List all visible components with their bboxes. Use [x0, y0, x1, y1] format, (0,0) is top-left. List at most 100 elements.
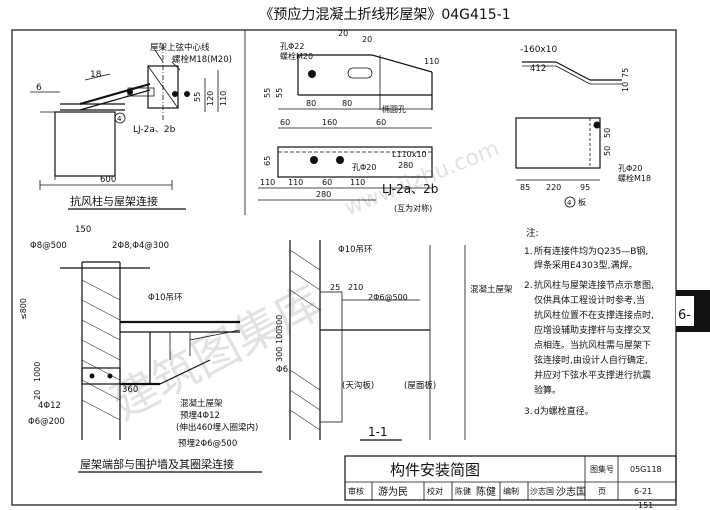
end-rebar-top: Φ8@500 — [30, 241, 67, 251]
note-2-line-5: 点相连。当抗风柱需与屋架下 — [534, 339, 651, 351]
tb-check-sign: 陈健 — [476, 485, 496, 498]
lj-dim-80a: 80 — [306, 99, 316, 108]
end-dim-1000: 1000 — [33, 362, 42, 382]
plate-dim-50a: 50 — [603, 128, 612, 138]
lj-dim-60a: 60 — [280, 118, 290, 127]
lj-dim-280b: 280 — [316, 190, 331, 199]
note-2-num: 2. — [524, 281, 533, 291]
sec-d300b: 300 — [275, 347, 284, 362]
end-title: 屋架端部与围护墙及其圈梁连接 — [80, 457, 234, 471]
tb-page-label: 页 — [598, 487, 606, 496]
sec-t25: 25 — [330, 283, 340, 292]
lj-dim-280a: 280 — [398, 161, 413, 170]
sec-rebar: 2Φ6@500 — [368, 293, 408, 302]
lj-dim-20a: 20 — [338, 29, 348, 38]
tb-page-value: 6-21 — [634, 487, 652, 496]
note-3-line-1: d为螺栓直径。 — [534, 405, 594, 417]
end-embed: 预埋4Φ12 — [180, 410, 220, 421]
dim-110: 110 — [219, 91, 228, 106]
detail-plate: -160x10 412 75 10 50 50 孔Φ20 螺栓M18 85 22… — [515, 45, 651, 208]
plate-bolt-label: 螺栓M18 — [618, 173, 651, 183]
plate-id: 4 — [117, 115, 122, 123]
end-dim-150: 150 — [75, 225, 91, 235]
note-2-line-6: 弦连接时,由设计人自行确定, — [534, 354, 648, 366]
lj-dim-110c: 110 — [260, 178, 275, 187]
tb-review-name: 游为民 — [378, 485, 408, 498]
tb-check-name: 陈健 — [455, 486, 471, 496]
title-block: 构件安装简图 图集号 05G118 审核 游为民 校对 陈健 陈健 编制 沙志国… — [344, 455, 677, 501]
lj-dim-60c: 60 — [322, 178, 332, 187]
lj-dim-55a: 55 — [263, 88, 272, 98]
detail-lj-part: 孔Φ22 螺栓M20 椭圆孔 20 20 110 55 55 80 80 60 … — [258, 29, 439, 213]
sec-phi6: Φ6 — [276, 365, 288, 375]
sec-ring-label: Φ10吊环 — [338, 245, 373, 255]
lj-dim-55b: 55 — [275, 88, 284, 98]
side-tab-inner — [676, 296, 694, 326]
dim-55: 55 — [193, 92, 202, 102]
tb-review-label: 审核 — [348, 486, 364, 496]
page-number: 151 — [638, 501, 653, 510]
plate-dim-220: 220 — [546, 183, 561, 192]
header-title: 《预应力混凝土折线形屋架》04G415-1 — [259, 6, 510, 23]
sec-d300: 300 — [275, 315, 284, 330]
end-embed2: 预埋2Φ6@500 — [178, 438, 237, 449]
sec-gutter: (天沟板) — [342, 380, 374, 391]
sec-title: 1-1 — [368, 425, 388, 439]
lj-dim-110a: 110 — [288, 178, 303, 187]
sec-t210: 210 — [348, 283, 363, 292]
plate-dim-412: 412 — [530, 64, 546, 74]
end-dim-800: ≤800 — [19, 298, 28, 320]
note-2-line-3: 抗风柱位置不在支撑连接点时, — [534, 309, 654, 321]
dim-120: 120 — [206, 91, 215, 106]
end-ring-label: Φ10吊环 — [148, 293, 183, 303]
tb-design-sign: 沙志国 — [556, 485, 586, 498]
detail-wind-title: 抗风柱与屋架连接 — [70, 194, 158, 208]
tb-design-name: 沙志国 — [530, 486, 554, 496]
plate-suffix: 板 — [578, 197, 586, 207]
dim-600: 600 — [100, 175, 116, 185]
lj-angle-label: L110x10 — [392, 150, 427, 159]
plate-dim-75: 75 — [621, 68, 630, 78]
section-1-1: Φ10吊环 混凝土屋架 2Φ6@500 25 210 300 100 300 Φ… — [275, 240, 513, 441]
plate-label: -160x10 — [520, 45, 557, 55]
lj-dim-110: 110 — [424, 57, 439, 66]
plate-dim-10: 10 — [621, 82, 630, 92]
end-concrete: 混凝土屋架 — [180, 398, 223, 409]
lj-dim-160: 160 — [322, 118, 337, 127]
lj-dim-20b: 20 — [362, 35, 372, 44]
end-6200: Φ6@200 — [28, 417, 65, 427]
lj-hole-label: 孔Φ22 — [280, 42, 304, 51]
slope-a: 18 — [90, 70, 102, 80]
plate-dim-95: 95 — [580, 183, 590, 192]
tb-check-label: 校对 — [427, 486, 443, 496]
tb-design-label: 编制 — [503, 486, 519, 496]
side-tab-label: 6- — [678, 308, 691, 323]
tb-atlas-label: 图集号 — [590, 464, 614, 474]
plate-dim-85: 85 — [520, 183, 530, 192]
detail-truss-end: Φ8@500 150 2Φ8,Φ4@300 Φ10吊环 ≤800 1000 20… — [19, 225, 262, 473]
lj-dim-65: 65 — [263, 156, 272, 166]
note-1-num: 1. — [524, 247, 533, 257]
plate-dim-50b: 50 — [603, 146, 612, 156]
plate-hole-label: 孔Φ20 — [618, 164, 642, 173]
sec-concrete: 混凝土屋架 — [470, 284, 513, 295]
roof-center-label: 屋架上弦中心线 — [150, 42, 210, 53]
note-2-line-1: 抗风柱与屋架连接节点示意图, — [534, 279, 654, 291]
bolt-label: 螺栓M18(M20) — [172, 54, 232, 65]
note-3-num: 3. — [524, 407, 533, 417]
lj-part-label: LJ-2a、2b — [382, 182, 438, 196]
notes-heading: 注: — [526, 227, 539, 239]
sec-ring-beam: (屋面板) — [404, 380, 436, 391]
note-2-line-7: 并应对下弦水平支撑进行抗震 — [534, 369, 651, 381]
lj-dim-80b: 80 — [342, 99, 352, 108]
lj-dim-60b: 60 — [376, 118, 386, 127]
note-1-line-1: 所有连接件均为Q235—B钢, — [534, 245, 648, 257]
end-4012: 4Φ12 — [38, 401, 61, 411]
end-rebar-mid: 2Φ8,Φ4@300 — [112, 241, 169, 251]
end-dim-360: 360 — [122, 385, 138, 395]
part-label: LJ-2a、2b — [133, 125, 176, 135]
note-1-line-2: 焊条采用E4303型,满焊。 — [534, 259, 637, 271]
tb-title: 构件安装简图 — [390, 461, 480, 479]
detail-wind-column: 18 6 屋架上弦中心线 螺栓M18(M20) 4 LJ-2a、2b 55 12… — [30, 42, 232, 210]
